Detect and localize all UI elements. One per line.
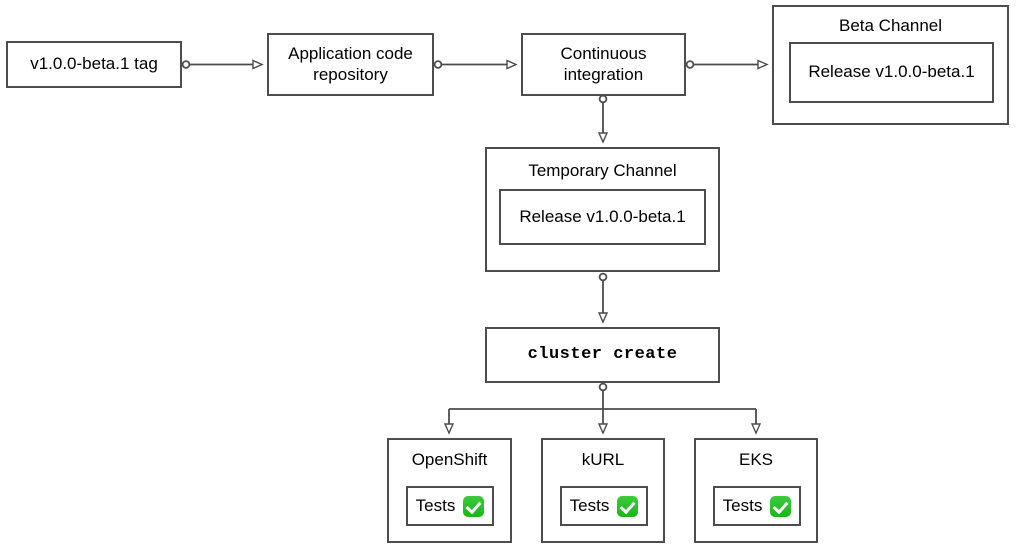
- target-openshift-tests-label: Tests: [415, 495, 456, 515]
- temporary-channel-title: Temporary Channel: [528, 161, 677, 180]
- node-tag-label: v1.0.0-beta.1 tag: [30, 54, 158, 74]
- node-target-openshift[interactable]: OpenShift Tests: [387, 438, 512, 543]
- target-kurl-tests-box[interactable]: Tests: [560, 486, 648, 526]
- node-application-code-repository-label: Application code repository: [288, 44, 413, 84]
- target-eks-tests-box[interactable]: Tests: [713, 486, 801, 526]
- green-check-icon: [770, 495, 792, 517]
- target-openshift-title: OpenShift: [411, 450, 488, 469]
- temporary-channel-release-box[interactable]: Release v1.0.0-beta.1: [499, 189, 706, 245]
- green-check-icon: [463, 495, 485, 517]
- target-eks-tests-label: Tests: [722, 495, 763, 515]
- node-cluster-create[interactable]: cluster create: [485, 327, 720, 383]
- target-eks-title: EKS: [738, 450, 774, 469]
- target-kurl-title: kURL: [581, 450, 625, 469]
- node-target-kurl[interactable]: kURL Tests: [541, 438, 665, 543]
- node-beta-channel[interactable]: Beta Channel Release v1.0.0-beta.1: [772, 5, 1009, 125]
- node-application-code-repository[interactable]: Application code repository: [267, 33, 434, 96]
- node-target-eks[interactable]: EKS Tests: [694, 438, 818, 543]
- green-check-icon: [617, 495, 639, 517]
- beta-channel-title: Beta Channel: [838, 16, 943, 35]
- target-kurl-tests-label: Tests: [569, 495, 610, 515]
- target-openshift-tests-box[interactable]: Tests: [406, 486, 494, 526]
- node-continuous-integration[interactable]: Continuous integration: [521, 33, 686, 96]
- beta-channel-release-label: Release v1.0.0-beta.1: [808, 62, 975, 82]
- node-cluster-create-label: cluster create: [527, 344, 678, 364]
- beta-channel-release-box[interactable]: Release v1.0.0-beta.1: [789, 42, 994, 103]
- temporary-channel-release-label: Release v1.0.0-beta.1: [519, 206, 686, 226]
- node-tag[interactable]: v1.0.0-beta.1 tag: [6, 41, 182, 88]
- node-continuous-integration-label: Continuous integration: [560, 44, 647, 84]
- node-temporary-channel[interactable]: Temporary Channel Release v1.0.0-beta.1: [485, 147, 720, 272]
